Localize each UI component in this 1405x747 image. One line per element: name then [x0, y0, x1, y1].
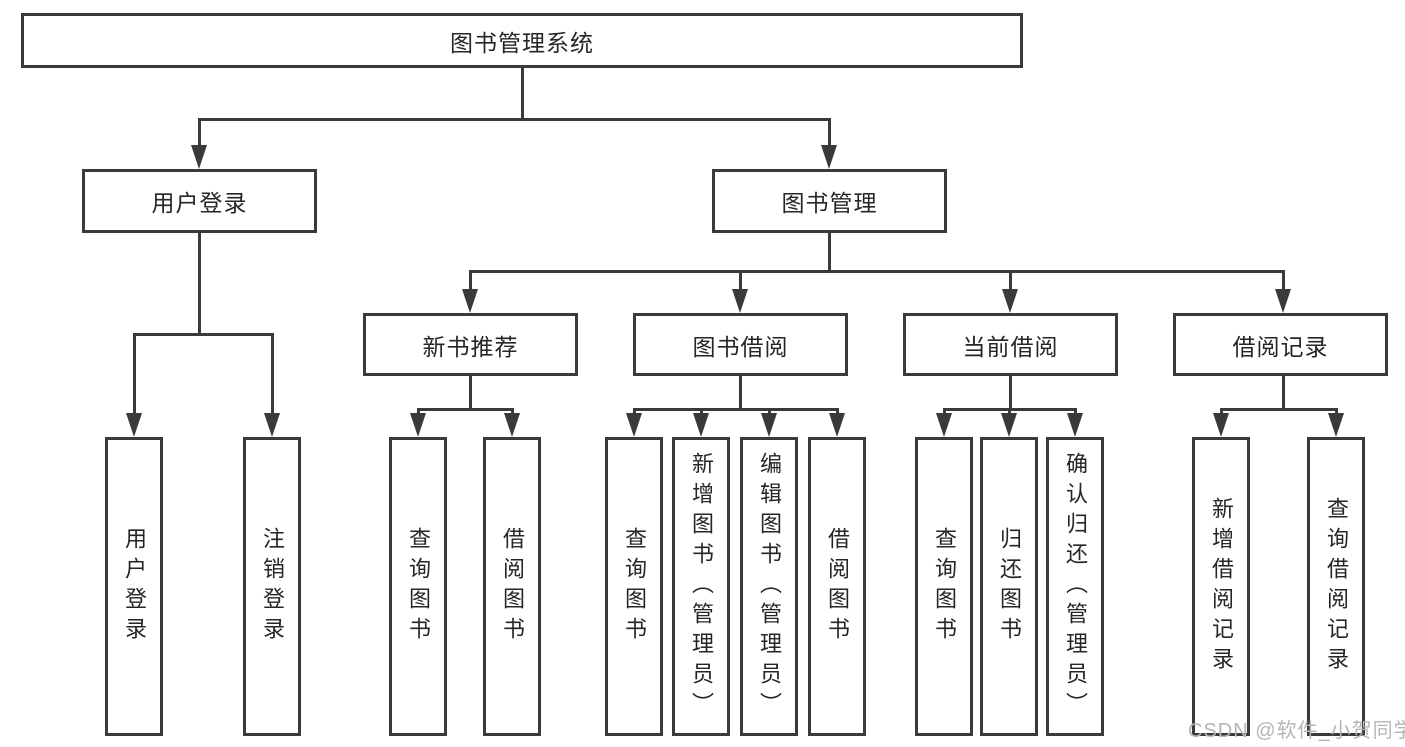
- connector-line: [633, 408, 839, 411]
- node-book-management: 图书管理: [712, 169, 947, 233]
- node-user-login: 用户登录: [82, 169, 317, 233]
- leaf-return-book: 归还图书: [980, 437, 1038, 736]
- connector-line: [1220, 408, 1338, 411]
- connector-line: [739, 271, 742, 293]
- node-book-borrowing: 图书借阅: [633, 313, 848, 376]
- arrowhead-icon: [829, 413, 845, 437]
- leaf-borrow-books: 借阅图书: [808, 437, 866, 736]
- connector-line: [1335, 409, 1338, 417]
- connector-line: [828, 232, 831, 271]
- arrowhead-icon: [821, 145, 837, 169]
- connector-line: [469, 271, 472, 293]
- arrowhead-icon: [504, 413, 520, 437]
- arrowhead-icon: [936, 413, 952, 437]
- connector-line: [768, 409, 771, 417]
- connector-line: [133, 333, 274, 336]
- connector-line: [943, 409, 946, 417]
- connector-line: [198, 232, 201, 334]
- connector-line: [836, 409, 839, 417]
- leaf-query-books-current: 查询图书: [915, 437, 973, 736]
- arrowhead-icon: [761, 413, 777, 437]
- connector-line: [469, 270, 1285, 273]
- leaf-edit-book-admin: 编辑图书（管理员）: [740, 437, 798, 736]
- arrowhead-icon: [1001, 413, 1017, 437]
- connector-line: [521, 66, 524, 119]
- connector-line: [133, 334, 136, 417]
- connector-line: [1009, 375, 1012, 409]
- connector-line: [198, 119, 201, 149]
- connector-line: [1008, 409, 1011, 417]
- arrowhead-icon: [410, 413, 426, 437]
- connector-line: [1282, 375, 1285, 409]
- leaf-add-borrow-record: 新增借阅记录: [1192, 437, 1250, 736]
- arrowhead-icon: [1275, 289, 1291, 313]
- arrowhead-icon: [693, 413, 709, 437]
- node-current-borrowing: 当前借阅: [903, 313, 1118, 376]
- arrowhead-icon: [191, 145, 207, 169]
- leaf-user-login: 用户登录: [105, 437, 163, 736]
- node-library-management-system: 图书管理系统: [21, 13, 1023, 68]
- connector-line: [943, 408, 1077, 411]
- node-new-book-recommendation: 新书推荐: [363, 313, 578, 376]
- csdn-watermark: CSDN @软件_小贺同学: [1188, 720, 1405, 742]
- connector-line: [828, 119, 831, 149]
- connector-line: [198, 118, 831, 121]
- connector-line: [469, 375, 472, 409]
- node-borrowing-records: 借阅记录: [1173, 313, 1388, 376]
- arrowhead-icon: [126, 413, 142, 437]
- arrowhead-icon: [626, 413, 642, 437]
- leaf-query-borrow-record: 查询借阅记录: [1307, 437, 1365, 736]
- connector-line: [633, 409, 636, 417]
- arrowhead-icon: [462, 289, 478, 313]
- arrowhead-icon: [1328, 413, 1344, 437]
- leaf-add-book-admin: 新增图书（管理员）: [672, 437, 730, 736]
- leaf-borrow-books-recommend: 借阅图书: [483, 437, 541, 736]
- connector-line: [1009, 271, 1012, 293]
- connector-line: [1220, 409, 1223, 417]
- connector-line: [417, 409, 420, 417]
- connector-line: [417, 408, 514, 411]
- connector-line: [700, 409, 703, 417]
- leaf-logout: 注销登录: [243, 437, 301, 736]
- arrowhead-icon: [732, 289, 748, 313]
- connector-line: [1074, 409, 1077, 417]
- connector-line: [1282, 271, 1285, 293]
- arrowhead-icon: [1213, 413, 1229, 437]
- connector-line: [271, 334, 274, 417]
- leaf-confirm-return-admin: 确认归还（管理员）: [1046, 437, 1104, 736]
- arrowhead-icon: [264, 413, 280, 437]
- connector-line: [739, 375, 742, 409]
- arrowhead-icon: [1067, 413, 1083, 437]
- leaf-query-books-recommend: 查询图书: [389, 437, 447, 736]
- arrowhead-icon: [1002, 289, 1018, 313]
- leaf-query-books-borrowing: 查询图书: [605, 437, 663, 736]
- connector-line: [511, 409, 514, 417]
